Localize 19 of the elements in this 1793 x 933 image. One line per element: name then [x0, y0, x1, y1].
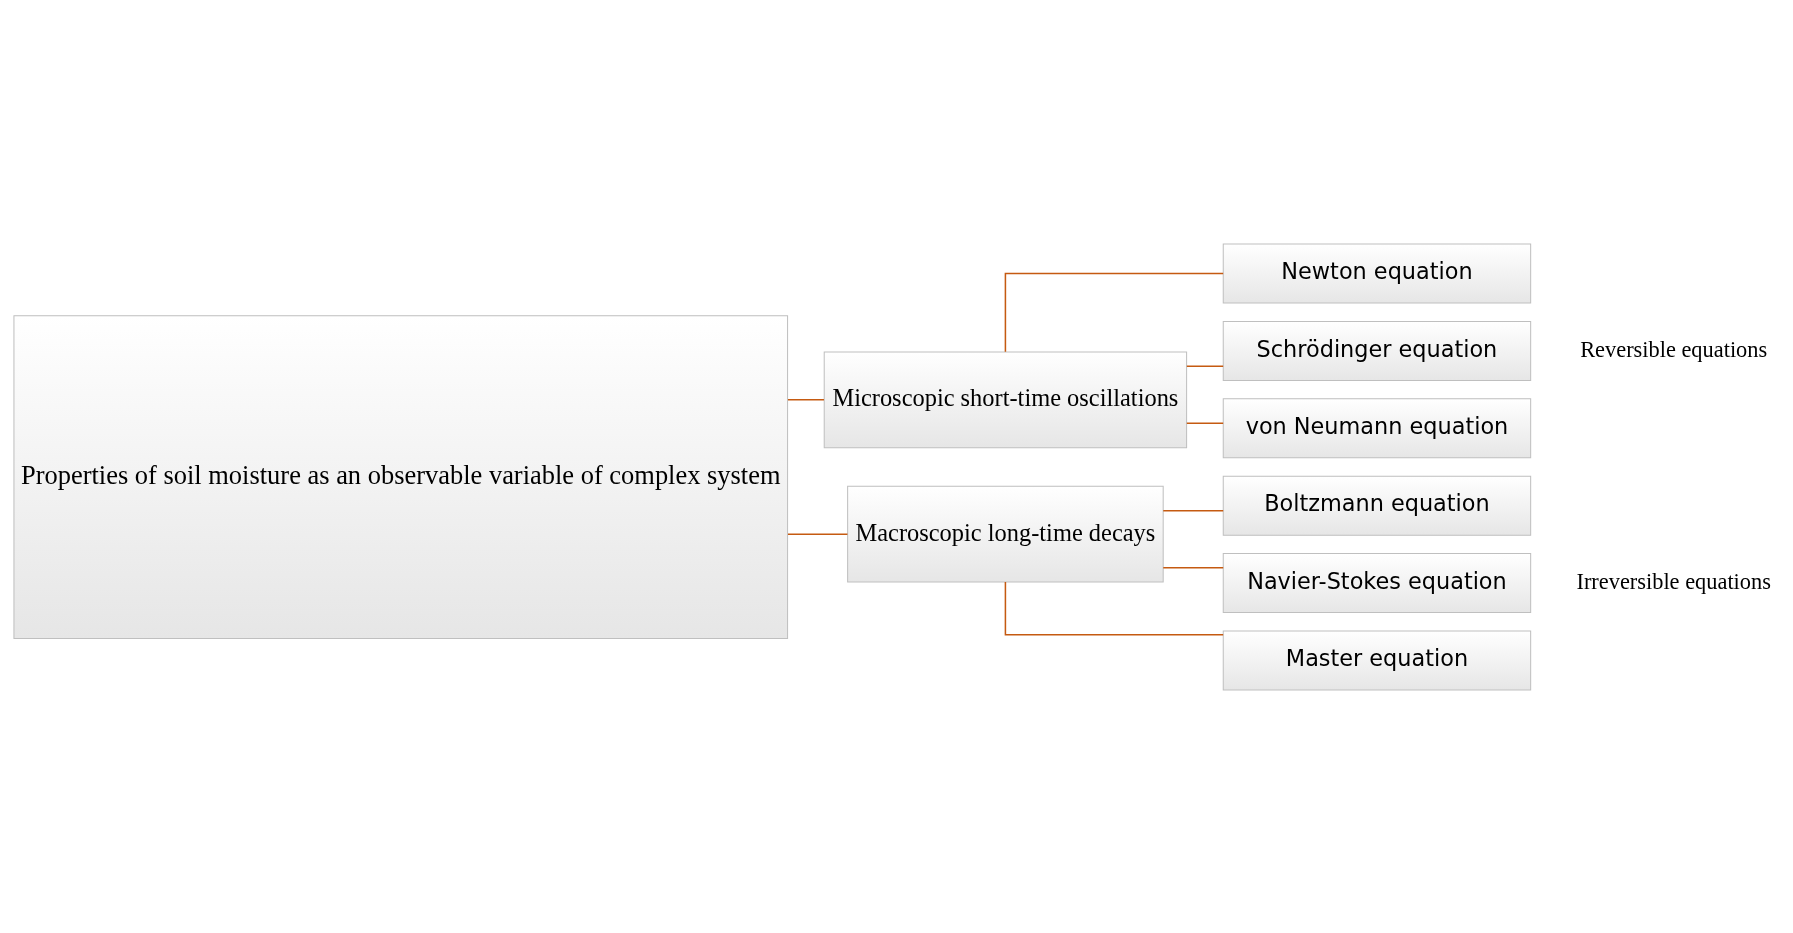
connector [786, 398, 825, 401]
node-box: Schrödinger equation [1222, 320, 1531, 381]
connector [1004, 272, 1224, 352]
label: Irreversible equations [1575, 568, 1771, 594]
connector [1004, 580, 1224, 635]
node-box: Newton equation [1222, 243, 1531, 304]
node-box: Macroscopic long-time decays [846, 485, 1164, 583]
connector [1185, 364, 1224, 367]
connector [1162, 509, 1224, 512]
node-box: Navier-Stokes equation [1222, 552, 1531, 613]
node-box: Microscopic short-time oscillations [823, 350, 1187, 448]
node-box: Boltzmann equation [1222, 475, 1531, 536]
connector [786, 532, 848, 535]
node-box: Properties of soil moisture as an observable variable of complex system [12, 314, 788, 639]
label: Reversible equations [1579, 336, 1767, 362]
connector [1162, 566, 1224, 569]
node-box: von Neumann equation [1222, 397, 1531, 458]
connector [1185, 421, 1224, 424]
node-box: Master equation [1222, 629, 1531, 690]
